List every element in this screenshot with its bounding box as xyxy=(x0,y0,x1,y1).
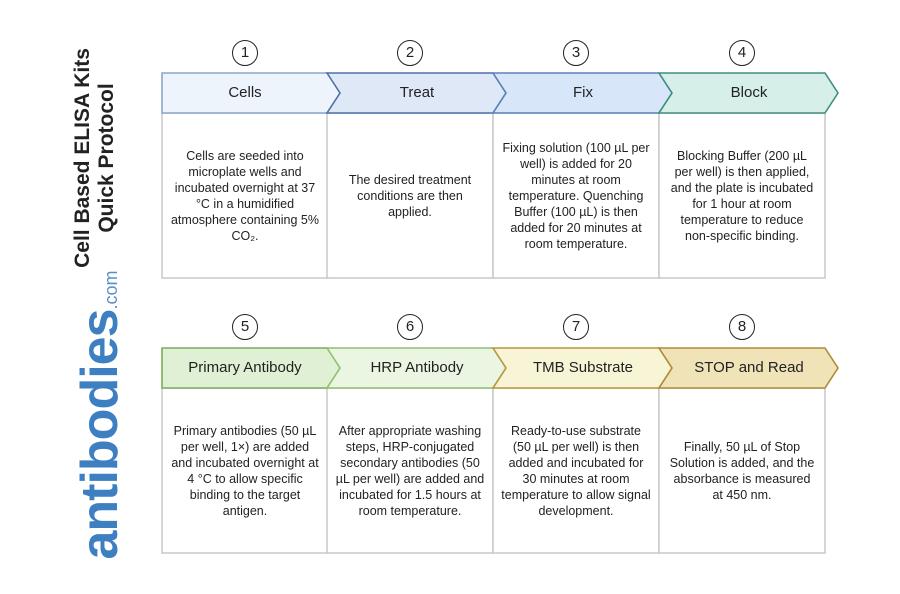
step-body-box xyxy=(326,112,494,279)
step-description: Fixing solution (100 µL per well) is add… xyxy=(502,140,650,251)
step-label: Fix xyxy=(573,84,593,101)
step-body-box xyxy=(326,387,494,554)
step-description: Primary antibodies (50 µL per well, 1×) … xyxy=(171,423,319,518)
step-number: 6 xyxy=(397,314,423,340)
step-number: 2 xyxy=(397,40,423,66)
step-body-box xyxy=(658,387,826,554)
step-label: Treat xyxy=(399,84,435,101)
step-number: 5 xyxy=(232,314,258,340)
step-body-box xyxy=(161,112,329,279)
step-label: TMB Substrate xyxy=(532,359,634,376)
step-body-box xyxy=(658,112,826,279)
step-body-box xyxy=(492,387,660,554)
step-label: HRP Antibody xyxy=(370,359,464,376)
step-label: Primary Antibody xyxy=(188,359,302,376)
step-header-arrow xyxy=(657,72,839,114)
step-description: After appropriate washing steps, HRP-con… xyxy=(335,423,485,518)
step-label: Cells xyxy=(228,84,262,101)
step-description: Finally, 50 µL of Stop Solution is added… xyxy=(669,439,815,502)
step-description: Blocking Buffer (200 µL per well) is the… xyxy=(670,148,814,243)
step-number: 8 xyxy=(729,314,755,340)
step-label: Block xyxy=(730,84,768,101)
step-description: Cells are seeded into microplate wells a… xyxy=(170,148,319,243)
step-label: STOP and Read xyxy=(694,359,804,376)
step-number: 3 xyxy=(563,40,589,66)
step-header-arrow xyxy=(657,347,839,389)
step-number: 1 xyxy=(232,40,258,66)
step-description: The desired treatment conditions are the… xyxy=(348,172,472,219)
step-body-box xyxy=(161,387,329,554)
step-number: 4 xyxy=(729,40,755,66)
step-number: 7 xyxy=(563,314,589,340)
step-description: Ready-to-use substrate (50 µL per well) … xyxy=(501,423,651,518)
